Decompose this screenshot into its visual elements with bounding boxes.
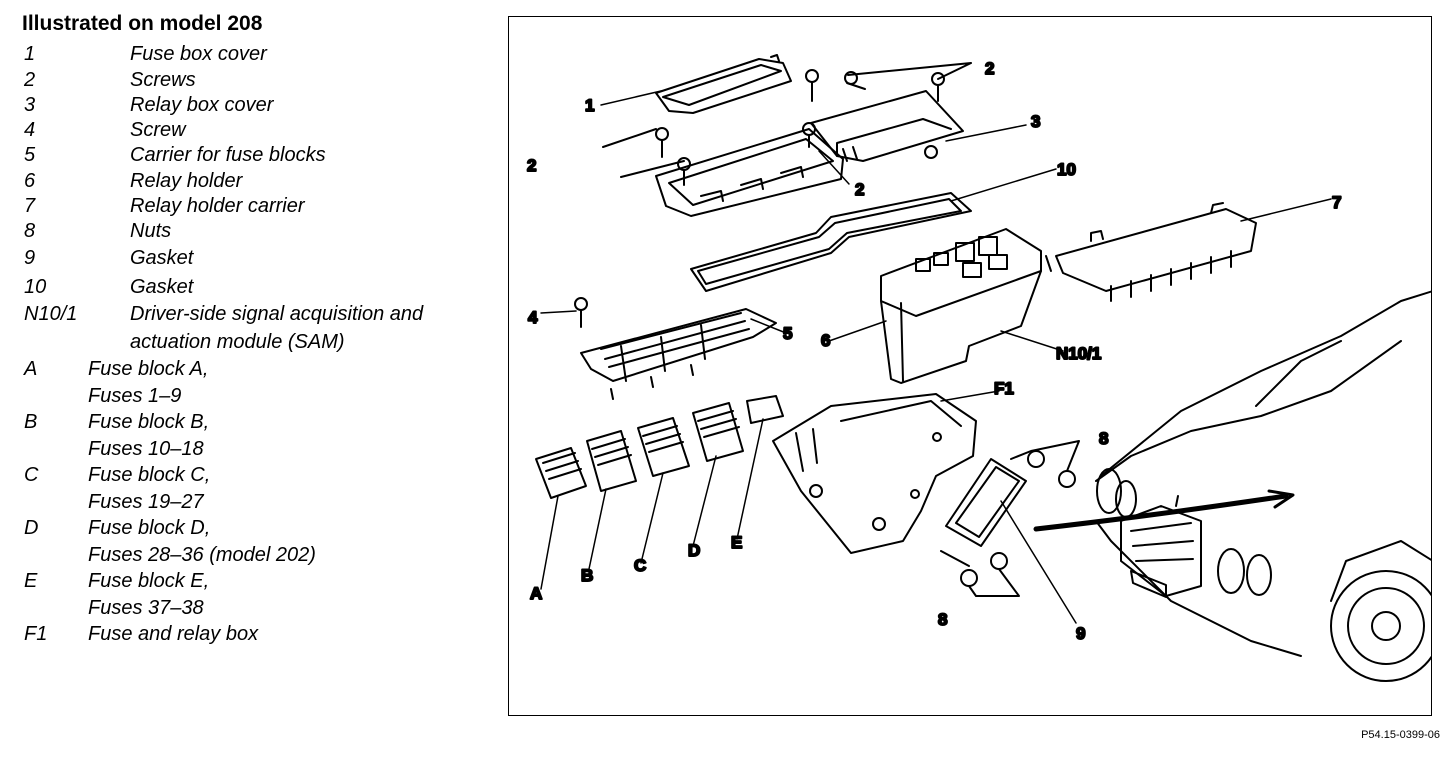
legend-desc-line2: Fuses 1–9 <box>88 385 182 407</box>
legend-key: 5 <box>24 144 36 166</box>
legend-desc: Fuse block C, <box>88 464 211 486</box>
legend-key: 7 <box>24 195 36 217</box>
legend-desc-line2: Fuses 10–18 <box>88 438 204 460</box>
legend-key: E <box>24 570 38 592</box>
nuts-part <box>940 440 1080 597</box>
legend-desc: Relay box cover <box>130 94 274 116</box>
legend-desc: Nuts <box>130 220 172 242</box>
fuse-relay-box-part <box>772 393 977 554</box>
gasket-10-part <box>690 192 972 292</box>
fuse-block-e-part <box>746 395 784 424</box>
legend-key: D <box>24 517 39 539</box>
legend-desc: Carrier for fuse blocks <box>130 144 326 166</box>
location-arrow <box>1033 493 1289 532</box>
leader-lines <box>540 90 1332 624</box>
legend-desc: Relay holder <box>130 170 243 192</box>
legend-key: 3 <box>24 94 36 116</box>
legend-desc: Fuse box cover <box>130 43 267 65</box>
legend-title: Illustrated on model 208 <box>22 12 263 35</box>
relay-holder-carrier-part <box>1055 202 1257 302</box>
callout-b: B <box>581 566 593 585</box>
legend-desc: Fuse block A, <box>88 358 209 380</box>
callout-6: 6 <box>821 331 830 350</box>
upper-carrier-tray <box>655 128 844 217</box>
callout-c: C <box>634 556 646 575</box>
legend-desc-line2: Fuses 19–27 <box>88 491 204 513</box>
callout-5: 5 <box>783 324 792 343</box>
fuse-block-a-part <box>535 447 587 499</box>
callout-8-right: 8 <box>1099 429 1108 448</box>
screw-4-part <box>574 297 588 328</box>
legend-desc: Screw <box>130 119 186 141</box>
vehicle-front-view <box>1095 290 1431 682</box>
legend-key: 2 <box>24 69 36 91</box>
legend-key: B <box>24 411 38 433</box>
legend-key: 4 <box>24 119 36 141</box>
legend-key: 9 <box>24 247 36 269</box>
fuse-block-carrier-part <box>580 308 777 400</box>
gasket-9-part <box>945 458 1027 547</box>
fuse-block-b-part <box>586 430 637 492</box>
legend-desc: Gasket <box>130 276 194 298</box>
location-arrow-head <box>1267 489 1295 509</box>
legend-desc: Fuse block D, <box>88 517 211 539</box>
callout-2-middle: 2 <box>855 180 864 199</box>
legend-desc: Screws <box>130 69 196 91</box>
legend-key: N10/1 <box>24 303 78 325</box>
legend-desc: Fuse block B, <box>88 411 210 433</box>
callout-10: 10 <box>1057 160 1076 179</box>
callout-4: 4 <box>528 308 538 327</box>
legend-key: F1 <box>24 623 48 645</box>
callout-2-left: 2 <box>527 156 536 175</box>
fuse-block-c-part <box>637 417 690 477</box>
legend-desc-line2: actuation module (SAM) <box>130 331 345 353</box>
callout-7: 7 <box>1332 193 1341 212</box>
legend-key: C <box>24 464 39 486</box>
legend-key: 1 <box>24 43 36 65</box>
callout-f1: F1 <box>994 379 1014 398</box>
legend-desc-line2: Fuses 28–36 (model 202) <box>88 544 316 566</box>
fuse-block-d-part <box>692 402 744 462</box>
callout-e: E <box>731 533 742 552</box>
legend-desc: Driver-side signal acquisition and <box>130 303 424 325</box>
figure-reference: P54.15-0399-06 <box>1361 729 1440 741</box>
relay-holder-sam-part <box>880 228 1052 384</box>
callout-1: 1 <box>585 96 594 115</box>
legend-key: 8 <box>24 220 36 242</box>
callout-d: D <box>688 541 700 560</box>
legend-desc: Gasket <box>130 247 194 269</box>
callout-2-top: 2 <box>985 59 994 78</box>
legend-desc: Fuse block E, <box>88 570 210 592</box>
callout-n10-1: N10/1 <box>1056 344 1101 363</box>
legend-desc: Fuse and relay box <box>88 623 259 645</box>
legend-key: 10 <box>24 276 47 298</box>
legend-key: A <box>24 358 38 380</box>
exploded-view-drawing: 1 2 2 2 3 10 7 4 5 6 N10/1 F1 8 8 9 A B … <box>526 54 1431 682</box>
callout-3: 3 <box>1031 112 1040 131</box>
legend-key: 6 <box>24 170 36 192</box>
fuse-box-cover-part <box>655 54 792 114</box>
callout-9: 9 <box>1076 624 1085 643</box>
legend-desc: Relay holder carrier <box>130 195 305 217</box>
callout-a: A <box>530 584 542 603</box>
exploded-view-figure: 1 2 2 2 3 10 7 4 5 6 N10/1 F1 8 8 9 A B … <box>508 16 1432 716</box>
legend-desc-line2: Fuses 37–38 <box>88 597 204 619</box>
callout-8-bottom: 8 <box>938 610 947 629</box>
